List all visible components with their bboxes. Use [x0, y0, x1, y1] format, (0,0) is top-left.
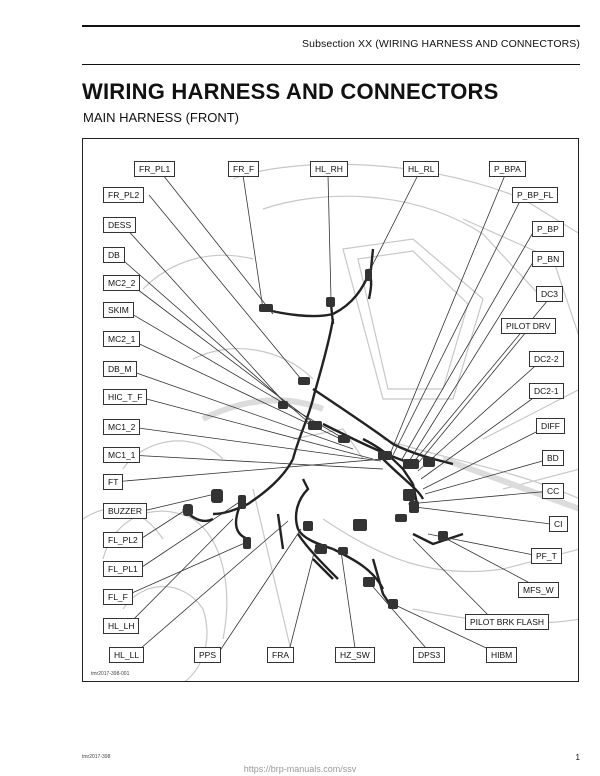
connector-blocks — [183, 269, 448, 609]
label-buzzer: BUZZER — [103, 503, 147, 519]
page-title: WIRING HARNESS AND CONNECTORS — [82, 79, 499, 104]
label-fr-pl2: FR_PL2 — [103, 187, 145, 203]
label-fl-pl2: FL_PL2 — [103, 532, 143, 548]
label-mc1-2: MC1_2 — [103, 419, 141, 435]
label-p-bn: P_BN — [532, 251, 565, 267]
label-dc3: DC3 — [536, 286, 564, 302]
page-number: 1 — [575, 753, 580, 762]
label-fl-f: FL_F — [103, 589, 133, 605]
label-dps3: DPS3 — [413, 647, 446, 663]
label-fr-pl1: FR_PL1 — [134, 161, 176, 177]
label-pilot-drv: PILOT DRV — [501, 318, 556, 334]
label-p-bp-fl: P_BP_FL — [512, 187, 559, 203]
footer-url: https://brp-manuals.com/ssv — [243, 764, 357, 774]
label-mc2-2: MC2_2 — [103, 275, 141, 291]
subsection-header: Subsection XX (WIRING HARNESS AND CONNEC… — [302, 38, 580, 50]
harness-illustration — [83, 163, 578, 681]
leader-lines — [112, 174, 554, 656]
header-rule — [82, 25, 580, 27]
label-ci: CI — [549, 516, 568, 532]
label-fl-pl1: FL_PL1 — [103, 561, 143, 577]
label-db-m: DB_M — [103, 361, 137, 377]
label-dc2-1: DC2-1 — [529, 383, 564, 399]
title-rule — [82, 64, 580, 65]
label-pf-t: PF_T — [531, 548, 562, 564]
label-ft: FT — [103, 474, 124, 490]
label-hz-sw: HZ_SW — [335, 647, 375, 663]
label-hl-rl: HL_RL — [403, 161, 440, 177]
label-dc2-2: DC2-2 — [529, 351, 564, 367]
label-mc1-1: MC1_1 — [103, 447, 141, 463]
label-hl-ll: HL_LL — [109, 647, 145, 663]
label-skim: SKIM — [103, 302, 134, 318]
harness-wires — [182, 248, 464, 610]
vehicle-outline — [83, 163, 578, 681]
label-fr-f: FR_F — [228, 161, 260, 177]
label-mfs-w: MFS_W — [518, 582, 559, 598]
label-pps: PPS — [194, 647, 222, 663]
label-p-bpa: P_BPA — [489, 161, 526, 177]
page-subtitle: MAIN HARNESS (FRONT) — [83, 110, 239, 125]
label-diff: DIFF — [536, 418, 565, 434]
harness-figure: FR_PL1 FR_F HL_RH HL_RL P_BPA FR_PL2 DES… — [82, 138, 579, 682]
figure-code: tmr2017-398-001 — [91, 671, 130, 677]
label-hl-lh: HL_LH — [103, 618, 140, 634]
label-dess: DESS — [103, 217, 137, 233]
label-fra: FRA — [267, 647, 294, 663]
label-cc: CC — [542, 483, 565, 499]
label-hic-t-f: HIC_T_F — [103, 389, 148, 405]
label-bd: BD — [542, 450, 564, 466]
label-p-bp: P_BP — [532, 221, 564, 237]
label-hibm: HIBM — [486, 647, 518, 663]
label-mc2-1: MC2_1 — [103, 331, 141, 347]
label-pilot-brk-flash: PILOT BRK FLASH — [465, 614, 550, 630]
label-hl-rh: HL_RH — [310, 161, 348, 177]
label-db: DB — [103, 247, 125, 263]
footer-doc-code: tmr2017-398 — [82, 754, 111, 760]
